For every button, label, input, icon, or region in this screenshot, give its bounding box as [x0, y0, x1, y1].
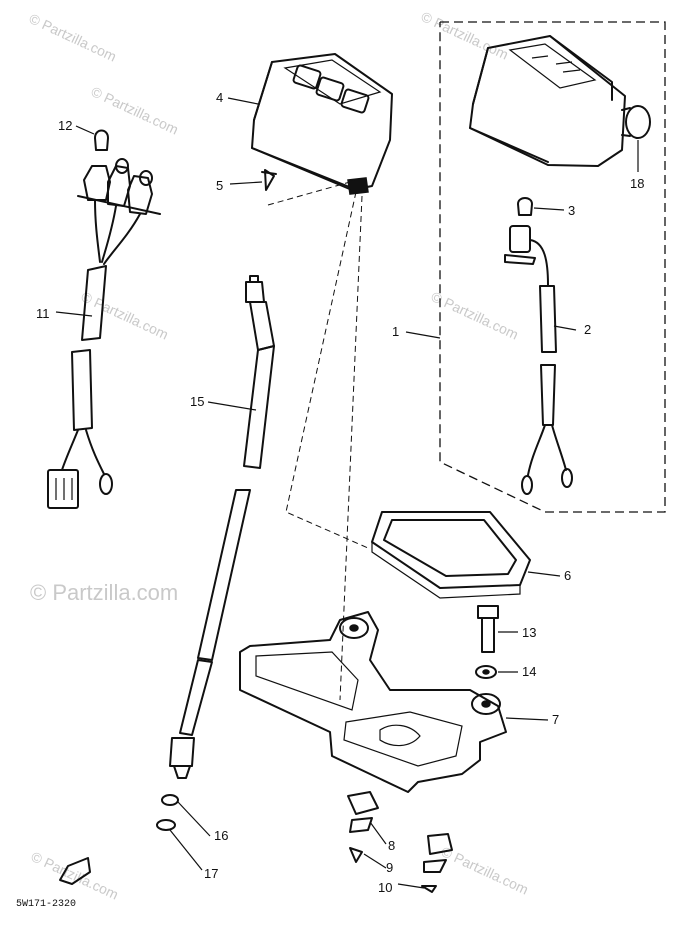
callout-8: 8: [388, 838, 395, 853]
right-meter-housing: [469, 35, 651, 167]
watermark-layer: © Partzilla.com © Partzilla.com © Partzi…: [27, 8, 531, 902]
left-meter-housing: [251, 53, 393, 195]
grommet-set: [347, 791, 453, 893]
socket-wire-right: [504, 225, 573, 495]
callout-14: 14: [522, 664, 536, 679]
meter-cushion: [371, 511, 531, 599]
callout-9: 9: [386, 860, 393, 875]
direction-arrow-icon: [59, 857, 91, 885]
callout-4: 4: [216, 90, 223, 105]
screw-5: [261, 169, 277, 191]
callout-16: 16: [214, 828, 228, 843]
watermark-main: © Partzilla.com: [30, 580, 178, 605]
callout-11: 11: [36, 306, 50, 321]
diagram-code: 5W171-2320: [16, 899, 76, 910]
diagram-code-block: 5W171-2320: [16, 857, 91, 910]
callout-10: 10: [378, 880, 392, 895]
callout-1: 1: [392, 324, 399, 339]
watermark-small: © Partzilla.com: [29, 848, 121, 902]
watermark-small: © Partzilla.com: [27, 10, 119, 64]
bulb-right: [517, 197, 533, 216]
callout-13: 13: [522, 625, 536, 640]
guide-line: [285, 191, 369, 549]
callout-2: 2: [584, 322, 591, 337]
watermark-small: © Partzilla.com: [419, 8, 511, 62]
leader-lines: [55, 97, 639, 889]
assembly-box-outline: [439, 21, 666, 513]
watermark-small: © Partzilla.com: [439, 843, 531, 897]
meter-bracket: [239, 611, 507, 793]
watermark-small: © Partzilla.com: [79, 288, 171, 342]
watermark-small: © Partzilla.com: [89, 83, 181, 137]
callout-7: 7: [552, 712, 559, 727]
callout-17: 17: [204, 866, 218, 881]
callout-labels: 1 2 3 4 5 6 7 8 9 10 11 12 13 14 15 16 1…: [36, 90, 644, 895]
watermark-small: © Partzilla.com: [429, 288, 521, 342]
speedometer-cable: [156, 275, 275, 831]
guide-line: [339, 195, 363, 701]
wire-harness-left: [47, 129, 161, 509]
bolt-and-washer: [475, 605, 499, 679]
callout-18: 18: [630, 176, 644, 191]
callout-12: 12: [58, 118, 72, 133]
callout-5: 5: [216, 178, 223, 193]
callout-3: 3: [568, 203, 575, 218]
callout-6: 6: [564, 568, 571, 583]
callout-15: 15: [190, 394, 204, 409]
guide-line: [267, 181, 351, 206]
